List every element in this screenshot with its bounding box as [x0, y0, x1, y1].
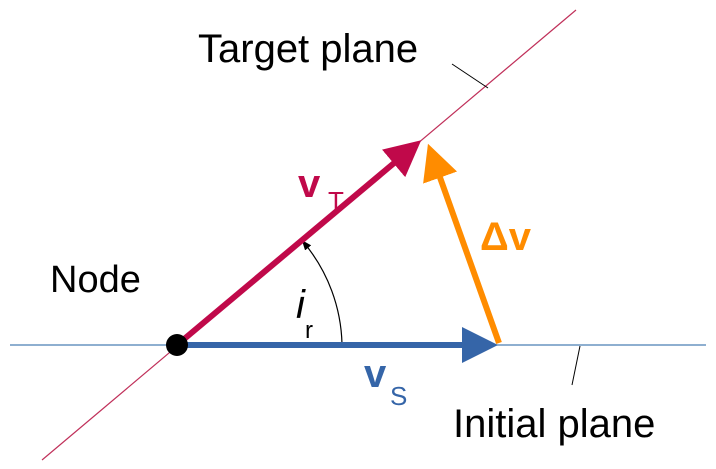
v-target-subscript: T	[328, 186, 344, 216]
initial-plane-label: Initial plane	[453, 402, 655, 446]
angle-arc	[305, 244, 343, 345]
v-initial-subscript: S	[390, 381, 407, 411]
node-label: Node	[50, 259, 141, 301]
delta-v-vector	[423, 143, 502, 345]
angle-subscript: r	[305, 317, 313, 344]
target-plane-leader	[451, 63, 489, 89]
v-target-vector	[175, 140, 422, 348]
angle-label: i	[296, 283, 306, 327]
target-plane-label: Target plane	[198, 27, 418, 71]
v-target-label: v	[298, 162, 321, 206]
delta-v-label: Δv	[480, 215, 532, 259]
initial-plane-leader	[571, 345, 581, 386]
node-marker	[166, 334, 188, 356]
v-initial-label: v	[364, 352, 387, 396]
